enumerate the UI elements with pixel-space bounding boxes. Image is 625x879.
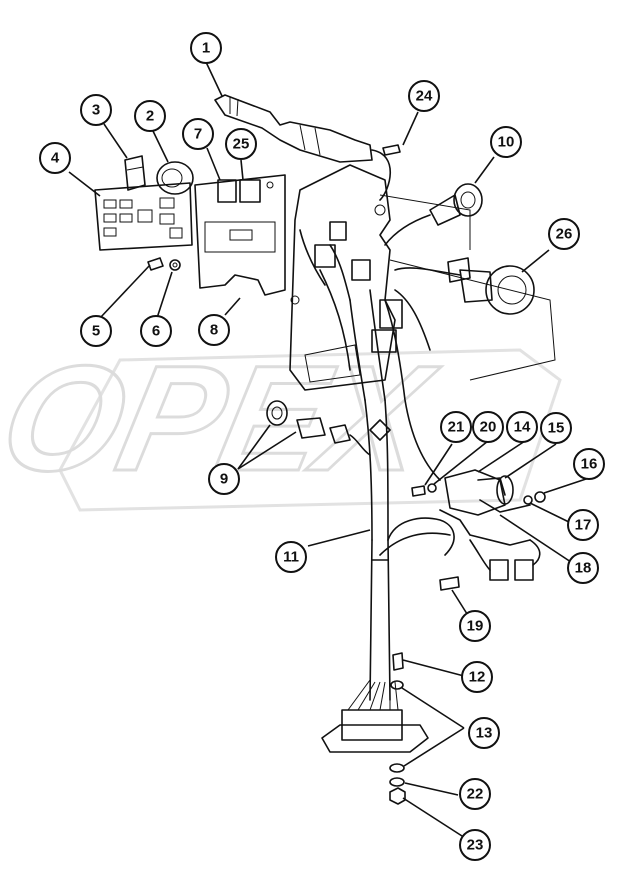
svg-text:21: 21 bbox=[448, 419, 465, 436]
washer-17 bbox=[523, 495, 533, 505]
callout-21: 21 bbox=[440, 411, 472, 443]
washer-13-upper bbox=[390, 680, 404, 690]
relay-assembly bbox=[439, 469, 541, 581]
svg-text:22: 22 bbox=[467, 786, 484, 803]
svg-text:3: 3 bbox=[92, 102, 100, 119]
svg-text:1: 1 bbox=[202, 40, 210, 57]
bolt-19 bbox=[439, 576, 460, 591]
ignition-switch bbox=[384, 183, 483, 246]
svg-text:13: 13 bbox=[476, 725, 493, 742]
svg-text:9: 9 bbox=[220, 471, 228, 488]
svg-text:15: 15 bbox=[548, 420, 565, 437]
nut-23 bbox=[389, 787, 406, 805]
harness-connector-base bbox=[321, 679, 429, 753]
svg-text:26: 26 bbox=[556, 226, 573, 243]
callout-16: 16 bbox=[573, 448, 605, 480]
callout-11: 11 bbox=[275, 541, 307, 573]
svg-text:18: 18 bbox=[575, 560, 592, 577]
stalk-switch bbox=[214, 94, 391, 201]
screw-24 bbox=[382, 144, 401, 156]
callout-8: 8 bbox=[198, 314, 230, 346]
callout-1: 1 bbox=[190, 32, 222, 64]
lamp-sockets bbox=[266, 400, 371, 456]
callout-3: 3 bbox=[80, 94, 112, 126]
hour-meter bbox=[394, 257, 535, 315]
callout-13: 13 bbox=[468, 717, 500, 749]
callout-20: 20 bbox=[472, 411, 504, 443]
svg-text:23: 23 bbox=[467, 837, 484, 854]
svg-text:11: 11 bbox=[283, 549, 299, 566]
wire-harness bbox=[299, 221, 455, 701]
callout-5: 5 bbox=[80, 315, 112, 347]
callout-7: 7 bbox=[182, 118, 214, 150]
nut-16 bbox=[534, 491, 546, 503]
svg-text:24: 24 bbox=[416, 88, 433, 105]
svg-text:7: 7 bbox=[194, 126, 202, 143]
svg-text:17: 17 bbox=[575, 517, 592, 534]
washer-6 bbox=[169, 259, 181, 271]
svg-text:19: 19 bbox=[467, 618, 484, 635]
callout-19: 19 bbox=[459, 610, 491, 642]
switch-panel bbox=[94, 182, 193, 251]
callout-6: 6 bbox=[140, 315, 172, 347]
callout-4: 4 bbox=[39, 142, 71, 174]
svg-text:20: 20 bbox=[480, 419, 497, 436]
callout-22: 22 bbox=[459, 778, 491, 810]
svg-text:10: 10 bbox=[498, 134, 515, 151]
svg-text:16: 16 bbox=[581, 456, 598, 473]
svg-text:12: 12 bbox=[469, 669, 486, 686]
callout-15: 15 bbox=[540, 412, 572, 444]
callout-12: 12 bbox=[461, 661, 493, 693]
bolt-12 bbox=[392, 652, 404, 671]
callout-25: 25 bbox=[225, 128, 257, 160]
svg-text:4: 4 bbox=[51, 150, 60, 167]
callout-2: 2 bbox=[134, 100, 166, 132]
washer-13-lower bbox=[389, 763, 405, 773]
callout-14: 14 bbox=[506, 411, 538, 443]
mounting-plate bbox=[194, 174, 286, 296]
callout-10: 10 bbox=[490, 126, 522, 158]
svg-text:8: 8 bbox=[210, 322, 218, 339]
rocker-switch bbox=[124, 155, 146, 191]
washer-20 bbox=[427, 483, 437, 493]
callout-9: 9 bbox=[208, 463, 240, 495]
svg-text:6: 6 bbox=[152, 323, 160, 340]
svg-text:25: 25 bbox=[233, 136, 250, 153]
callout-23: 23 bbox=[459, 829, 491, 861]
bolt-21 bbox=[411, 485, 426, 497]
bulb bbox=[147, 257, 164, 271]
lock-washer-22 bbox=[389, 777, 405, 787]
callout-18: 18 bbox=[567, 552, 599, 584]
callout-26: 26 bbox=[548, 218, 580, 250]
svg-text:2: 2 bbox=[146, 108, 154, 125]
svg-text:5: 5 bbox=[92, 323, 100, 340]
callout-24: 24 bbox=[408, 80, 440, 112]
callout-17: 17 bbox=[567, 509, 599, 541]
round-gauge bbox=[156, 161, 194, 195]
svg-text:14: 14 bbox=[514, 419, 531, 436]
